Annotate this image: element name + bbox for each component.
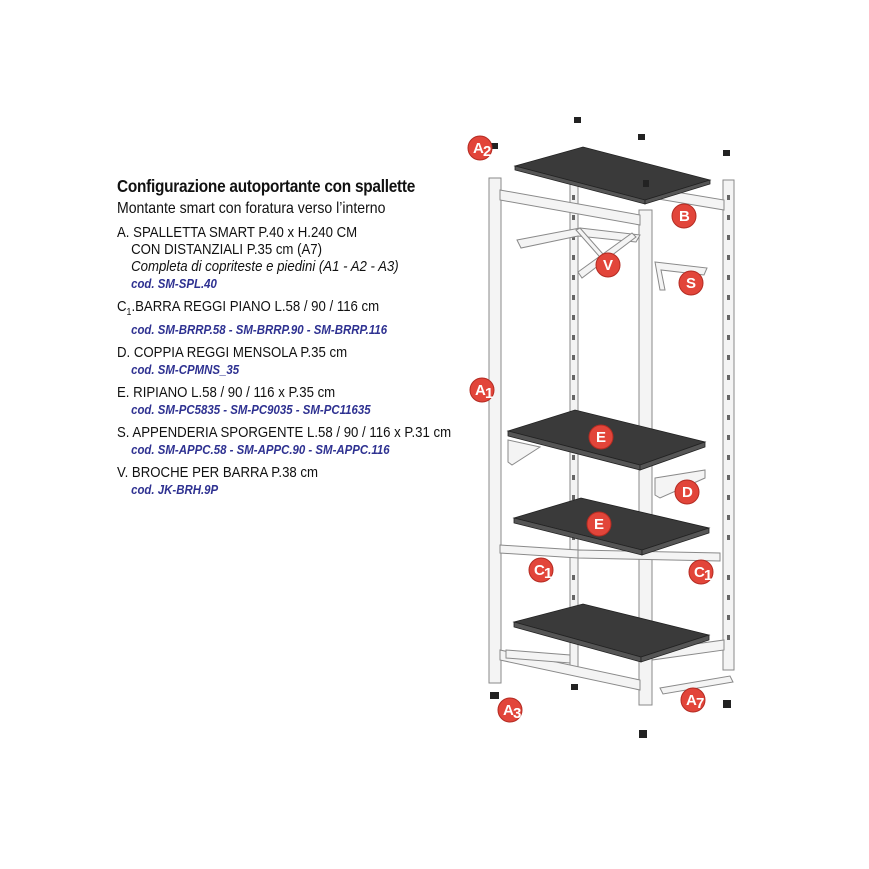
svg-text:A: A — [475, 382, 486, 399]
callout-e2: E — [586, 511, 612, 537]
svg-text:V: V — [603, 257, 613, 274]
cap-top-right-front — [638, 134, 645, 140]
callout-c1-left: C 1 — [528, 557, 554, 583]
top-shelf-edge-right — [644, 179, 711, 205]
item-a: A. SPALLETTA SMART P.40 x H.240 CM CON D… — [117, 224, 434, 292]
shelf-1-edge-right — [639, 441, 706, 471]
callout-s: S — [678, 270, 704, 296]
shelf-2-edge-right — [641, 527, 710, 556]
shelf-support-bar-right — [577, 549, 721, 562]
cap-top-rear — [574, 117, 581, 123]
shelf-3-edge-right — [640, 634, 710, 663]
item-e: E. RIPIANO L.58 / 90 / 116 x P.35 cm cod… — [117, 384, 434, 418]
top-left-side-bar — [499, 189, 641, 226]
item-s: S. APPENDERIA SPORGENTE L.58 / 90 / 116 … — [117, 424, 452, 458]
item-d-code: cod. SM-CPMNS_35 — [131, 362, 240, 377]
item-a-line-2: CON DISTANZIALI P.35 cm (A7) — [131, 241, 323, 258]
callout-a7: A 7 — [680, 687, 706, 713]
item-v-line: V. BROCHE PER BARRA P.38 cm — [117, 464, 319, 481]
callout-a1: A 1 — [469, 377, 495, 403]
svg-text:C: C — [534, 562, 545, 579]
callout-c1-right: C 1 — [688, 559, 714, 585]
cap-top-right-rear — [723, 150, 730, 156]
callout-d: D — [674, 479, 700, 505]
item-c1: C1.BARRA REGGI PIANO L.58 / 90 / 116 cm … — [117, 298, 434, 338]
shelf-support-bar-left — [499, 544, 579, 559]
foot-front-right — [639, 730, 647, 738]
svg-text:3: 3 — [513, 705, 521, 722]
callout-v: V — [595, 252, 621, 278]
svg-text:B: B — [679, 208, 690, 225]
foot-a3 — [490, 692, 499, 699]
item-e-line: E. RIPIANO L.58 / 90 / 116 x P.35 cm — [117, 384, 336, 401]
svg-text:E: E — [596, 429, 606, 446]
callout-a2: A 2 — [467, 135, 493, 161]
item-a-line-1: A. SPALLETTA SMART P.40 x H.240 CM — [117, 224, 358, 241]
bracket-left — [507, 439, 542, 466]
svg-text:A: A — [686, 692, 697, 709]
item-e-code: cod. SM-PC5835 - SM-PC9035 - SM-PC11635 — [131, 402, 371, 417]
svg-text:2: 2 — [483, 143, 491, 160]
svg-text:E: E — [594, 516, 604, 533]
svg-text:7: 7 — [696, 695, 704, 712]
svg-text:A: A — [503, 702, 514, 719]
cap-a2 — [491, 143, 498, 149]
item-c1-code: cod. SM-BRRP.58 - SM-BRRP.90 - SM-BRRP.1… — [131, 322, 388, 337]
callouts: A 2 B V S A 1 E D E — [467, 135, 714, 723]
right-rear-upright — [722, 179, 735, 671]
callout-a3: A 3 — [497, 697, 523, 723]
hanging-rail-right — [654, 261, 708, 291]
item-a-italic: Completa di copriteste e piedini (A1 - A… — [131, 258, 399, 275]
svg-text:1: 1 — [544, 565, 552, 582]
lower-support-bar — [505, 649, 571, 664]
svg-text:C: C — [694, 564, 705, 581]
left-front-upright — [488, 177, 502, 684]
foot-rear-right — [723, 700, 731, 708]
svg-text:S: S — [686, 275, 696, 292]
svg-text:1: 1 — [704, 567, 712, 584]
page-subtitle: Montante smart con foratura verso l’inte… — [117, 200, 386, 217]
item-c1-line: C1.BARRA REGGI PIANO L.58 / 90 / 116 cm — [117, 298, 380, 318]
shelf-peg — [643, 180, 649, 187]
item-s-code: cod. SM-APPC.58 - SM-APPC.90 - SM-APPC.1… — [131, 442, 390, 457]
callout-e1: E — [588, 424, 614, 450]
foot-rear-left — [571, 684, 578, 690]
page-title: Configurazione autoportante con spallett… — [117, 176, 416, 196]
item-d: D. COPPIA REGGI MENSOLA P.35 cm cod. SM-… — [117, 344, 434, 378]
caps-and-feet — [490, 117, 731, 738]
description-block: Configurazione autoportante con spallett… — [117, 176, 477, 498]
item-a-code: cod. SM-SPL.40 — [131, 276, 217, 291]
item-s-line: S. APPENDERIA SPORGENTE L.58 / 90 / 116 … — [117, 424, 452, 441]
svg-text:A: A — [473, 140, 484, 157]
svg-text:1: 1 — [485, 385, 493, 402]
svg-text:D: D — [682, 484, 693, 501]
item-d-line: D. COPPIA REGGI MENSOLA P.35 cm — [117, 344, 348, 361]
item-v-code: cod. JK-BRH.9P — [131, 482, 219, 497]
item-v: V. BROCHE PER BARRA P.38 cm cod. JK-BRH.… — [117, 464, 434, 498]
callout-b: B — [671, 203, 697, 229]
spacer-a7 — [659, 675, 734, 695]
